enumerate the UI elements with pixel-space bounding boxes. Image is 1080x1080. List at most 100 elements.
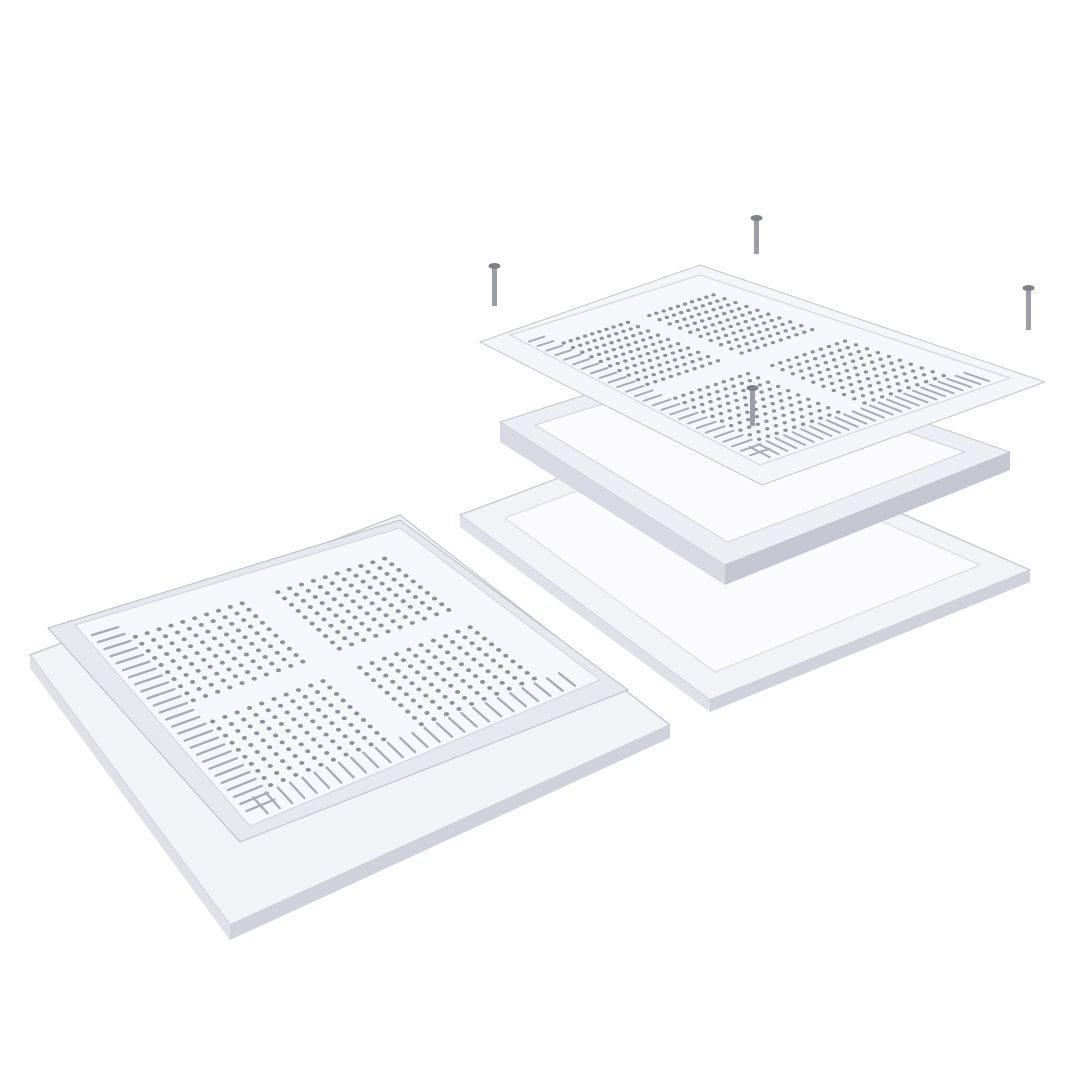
grate-hole [751,317,756,321]
grate-hole [407,604,413,609]
grate-hole [496,648,502,652]
grate-hole [634,370,639,375]
assembled-grate-holes [132,556,538,788]
grate-hole [611,325,616,329]
grate-hole [783,329,788,333]
grate-hole [604,327,609,331]
grate-hole [409,681,415,686]
grate-hole [394,652,400,657]
grate-hole [880,364,886,368]
grate-hole [377,566,383,571]
grate-hole [855,373,860,377]
grate-hole [734,337,739,342]
grate-hole [208,682,214,687]
grate-hole [374,591,380,596]
grate-hole [192,616,198,621]
grate-slot [214,763,245,778]
grate-hole [731,384,736,388]
grate-hole [744,342,749,346]
grate-hole [139,641,145,646]
grate-hole [863,370,869,374]
grate-hole [265,708,271,713]
grate-hole [643,345,648,349]
grate-hole [739,328,744,333]
grate-hole [585,341,590,345]
grate-hole [345,609,351,614]
grate-slot [800,428,824,440]
screw [488,263,501,306]
grate-hole [794,355,799,360]
grate-hole [708,338,713,343]
screw [750,215,763,254]
grate-hole [704,295,709,299]
grate-slot [158,701,189,714]
grate-hole [388,603,394,608]
grate-hole [802,353,807,357]
grate-hole [626,343,631,347]
grate-hole [658,340,663,344]
grate-hole [334,571,340,576]
grate-hole [647,313,652,318]
grate-hole [346,567,352,572]
grate-hole [829,381,835,386]
grate-hole [810,327,815,332]
grate-hole [635,378,641,382]
grate-hole [206,647,212,652]
grate-hole [721,327,726,331]
grate-hole [506,686,512,691]
grate-hole [282,596,288,601]
grate-hole [869,360,875,364]
grate-hole [235,747,241,752]
grate-slot [183,729,214,742]
grate-hole [783,428,788,432]
grate-slot [226,777,257,792]
grate-hole [923,380,929,384]
grate-hole [806,397,811,401]
grate-hole [680,355,685,360]
grate-hole [725,318,730,322]
grate-hole [316,627,322,632]
grate-hole [871,398,876,402]
grate-hole [688,330,693,334]
grate-hole [299,761,305,765]
grate-slot [937,380,964,392]
grate-hole [293,653,299,658]
grate-hole [400,658,407,663]
grate-hole [239,681,245,686]
grate-hole [580,350,585,354]
grate-hole [248,761,254,766]
grate-hole [462,635,468,640]
grate-hole [341,577,347,582]
grate-hole [765,380,771,384]
grate-slot [140,681,170,693]
grate-hole [715,359,721,363]
grate-hole [840,385,845,390]
grate-hole [204,612,210,617]
grate-hole [770,340,776,345]
grate-hole [214,671,220,676]
grate-hole [273,633,279,638]
grate-hole [322,714,328,719]
grate-hole [606,357,611,361]
grate-hole [726,401,731,406]
grate-slot [545,677,564,692]
grate-hole [152,656,158,660]
grate-slot [521,687,540,703]
grate-hole [859,356,864,360]
grate-hole [716,336,721,340]
grate-hole [788,365,793,369]
grate-hole [686,308,691,313]
grate-hole [862,401,867,405]
grate-slot [232,784,264,799]
grate-hole [735,406,740,410]
grate-hole [919,366,924,370]
grate-hole [335,709,341,714]
grate-hole [310,578,316,583]
grate-hole [668,307,673,311]
grate-hole [439,602,445,607]
grate-hole [242,635,248,640]
grate-hole [229,621,235,626]
grate-hole [636,347,641,351]
grate-hole [333,692,340,696]
grate-hole [328,703,334,708]
